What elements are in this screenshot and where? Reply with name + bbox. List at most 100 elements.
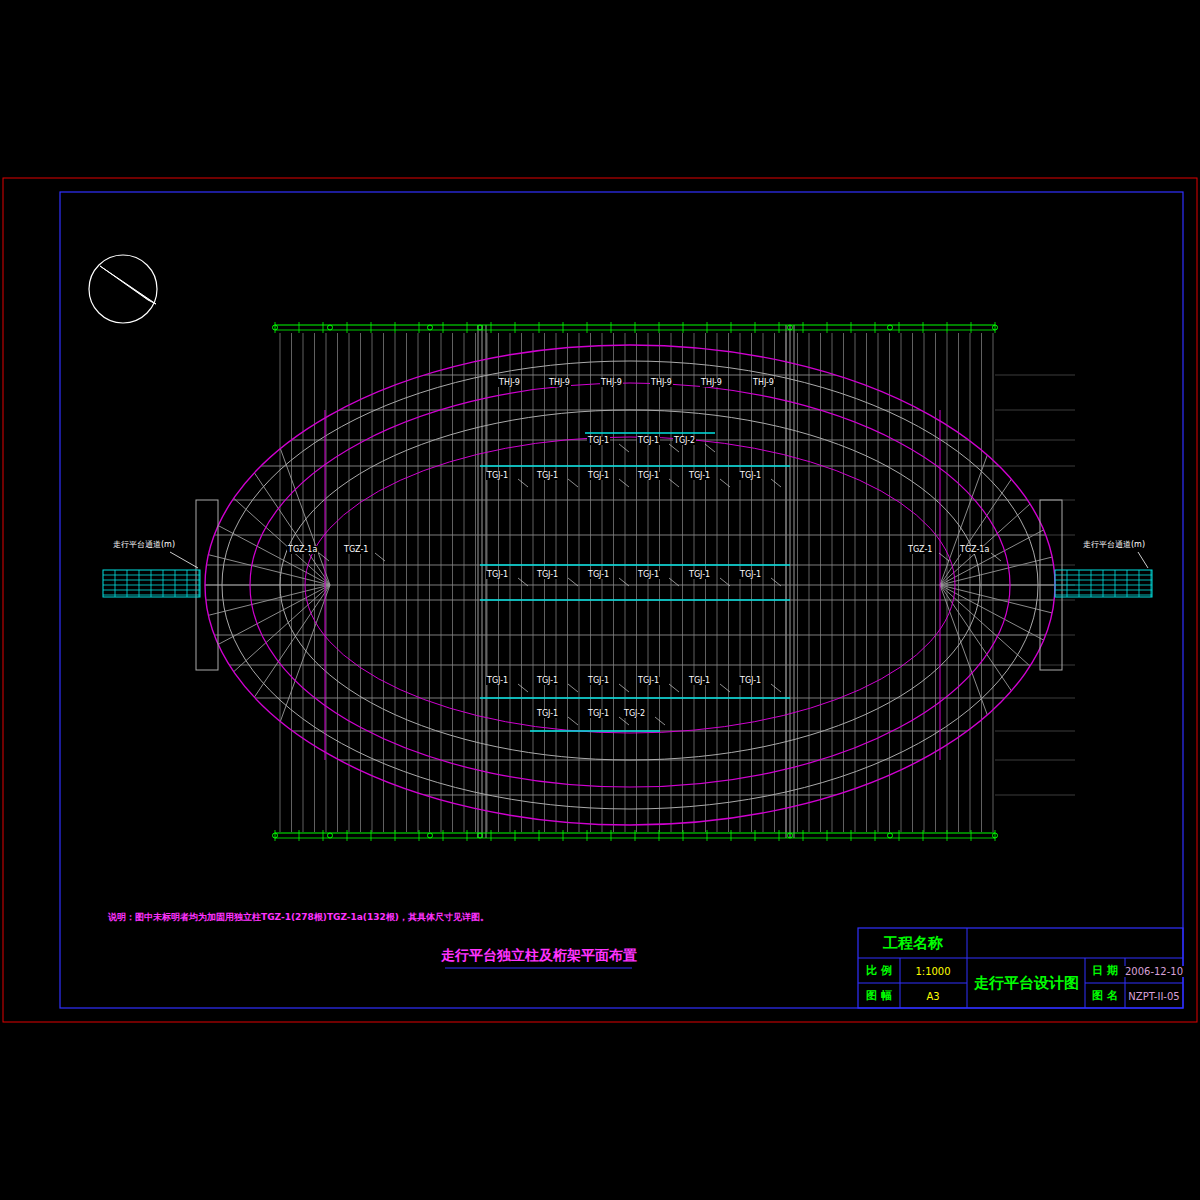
- drawing-line: [827, 830, 828, 841]
- drawing-line: [1055, 575, 1152, 576]
- drawing-line: [371, 830, 372, 841]
- drawing-line: [518, 578, 528, 586]
- drawing-line: [323, 322, 324, 333]
- drawing-line: [150, 375, 1110, 376]
- drawing-line: [858, 983, 967, 984]
- drawing-line: [995, 565, 1075, 566]
- drawing-line: [445, 967, 632, 968]
- drawing-line: [923, 830, 924, 841]
- drawing-line: [995, 600, 1075, 601]
- drawing-line: [995, 466, 1075, 467]
- drawing-line: [940, 410, 941, 760]
- part-label: TGJ-1: [486, 677, 509, 686]
- part-label: THJ-9: [650, 379, 673, 388]
- structure-grid: [150, 325, 1110, 838]
- drawing-line: [486, 325, 487, 838]
- drawing-line: [728, 333, 729, 832]
- part-label: TGJ-1: [587, 437, 610, 446]
- drawing-line: [720, 479, 730, 487]
- drawing-line: [518, 684, 528, 692]
- drawing-line: [337, 333, 338, 832]
- part-label: TGZ-1: [907, 546, 933, 555]
- part-label: TGJ-1: [637, 571, 660, 580]
- drawing-line: [755, 830, 756, 841]
- drawing-line: [619, 578, 629, 586]
- drawing-line: [491, 322, 492, 333]
- drawing-line: [103, 590, 200, 591]
- drawing-line: [803, 322, 804, 333]
- drawing-line: [958, 333, 959, 832]
- drawing-line: [487, 333, 488, 832]
- drawing-line: [899, 322, 900, 333]
- table-cell: 日 期: [1091, 965, 1119, 977]
- part-label: TGJ-1: [688, 677, 711, 686]
- drawing-line: [995, 795, 1075, 796]
- drawing-line: [1115, 570, 1116, 597]
- table-cell: 1:1000: [914, 966, 951, 977]
- drawing-line: [995, 322, 996, 333]
- table-cell: 图 幅: [865, 990, 893, 1002]
- drawing-line: [1055, 595, 1152, 596]
- drawing-line: [671, 333, 672, 832]
- drawing-line: [151, 570, 152, 597]
- drawing-line: [375, 553, 385, 561]
- drawing-line: [478, 325, 479, 838]
- table-cell: 图 名: [1091, 990, 1119, 1002]
- part-label: TGJ-1: [587, 677, 610, 686]
- north-arrow: [89, 255, 157, 323]
- drawing-line: [995, 410, 1075, 411]
- drawing-line: [717, 333, 718, 832]
- drawing-line: [923, 322, 924, 333]
- drawing-line: [803, 830, 804, 841]
- drawing-line: [498, 333, 499, 832]
- drawing-line: [530, 730, 660, 731]
- drawing-line: [912, 333, 913, 832]
- drawing-line: [319, 553, 329, 561]
- drawing-line: [443, 830, 444, 841]
- drawing-line: [275, 322, 276, 333]
- drawing-line: [163, 570, 164, 597]
- drawing-line: [995, 830, 996, 841]
- drawing-line: [1055, 580, 1152, 581]
- drawing-line: [875, 322, 876, 333]
- drawing-line: [480, 599, 790, 600]
- drawing-line: [731, 830, 732, 841]
- drawing-line: [993, 333, 994, 832]
- drawing-line: [635, 322, 636, 333]
- drawing-line: [682, 333, 683, 832]
- drawing-line: [947, 830, 948, 841]
- drawing-line: [619, 444, 629, 452]
- drawing-line: [947, 333, 948, 832]
- part-label: TGZ-1a: [959, 546, 990, 555]
- drawing-line: [539, 322, 540, 333]
- drawing-line: [740, 333, 741, 832]
- drawing-line: [655, 717, 665, 725]
- drawing-line: [659, 322, 660, 333]
- drawing-title: 走行平台独立柱及桁架平面布置: [439, 947, 639, 965]
- drawing-line: [419, 322, 420, 333]
- drawing-line: [563, 830, 564, 841]
- drawing-line: [635, 830, 636, 841]
- drawing-line: [150, 665, 1110, 666]
- table-cell: NZPT-II-05: [1127, 991, 1180, 1002]
- part-label: TGJ-1: [536, 571, 559, 580]
- drawing-line: [150, 585, 1110, 586]
- part-label: TGJ-2: [673, 437, 696, 446]
- drawing-line: [475, 333, 476, 832]
- drawing-line: [889, 333, 890, 832]
- drawing-line: [940, 585, 1059, 692]
- drawing-line: [568, 479, 578, 487]
- part-label: TGJ-1: [637, 677, 660, 686]
- drawing-line: [995, 535, 1075, 536]
- drawing-line: [669, 684, 679, 692]
- part-label: TGJ-1: [688, 472, 711, 481]
- drawing-line: [995, 440, 1075, 441]
- part-label: THJ-9: [548, 379, 571, 388]
- part-label: TGJ-1: [587, 710, 610, 719]
- drawing-line: [995, 731, 1075, 732]
- part-label: TGJ-1: [587, 472, 610, 481]
- drawing-line: [395, 333, 396, 832]
- drawing-line: [347, 830, 348, 841]
- drawing-line: [820, 333, 821, 832]
- channel-grid: [103, 552, 1152, 597]
